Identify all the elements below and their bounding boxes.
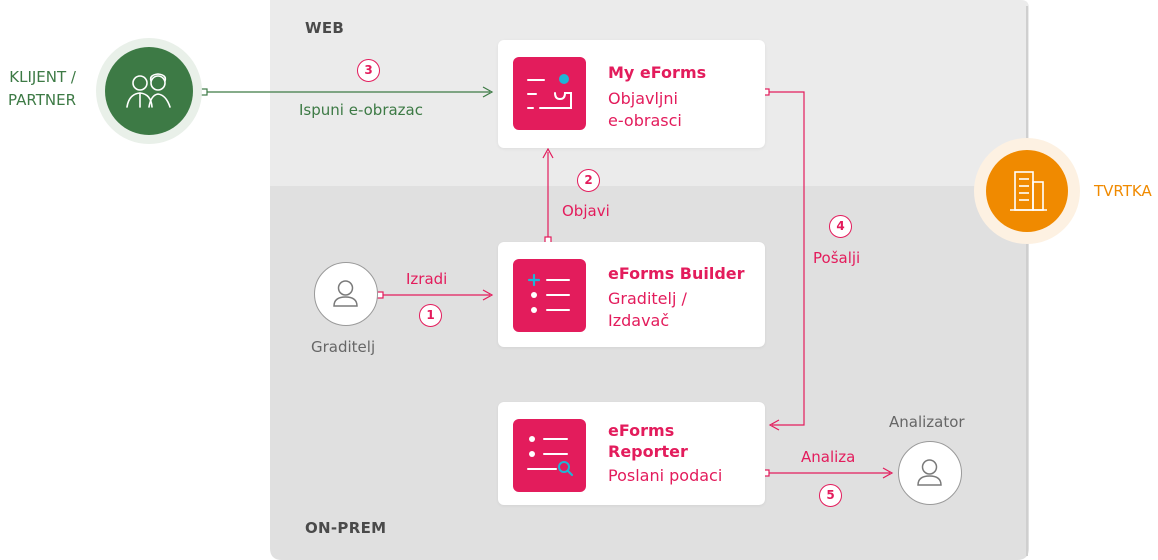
step-4-badge: 4 xyxy=(829,215,852,238)
step-1-badge: 1 xyxy=(419,304,442,327)
web-zone-label: WEB xyxy=(305,19,345,37)
flow-4-label: Pošalji xyxy=(813,249,861,267)
eforms-reporter-line1: Poslani podaci xyxy=(608,466,723,485)
flow-5-label: Analiza xyxy=(801,448,856,466)
building-icon xyxy=(986,150,1068,232)
builder-actor xyxy=(314,262,378,326)
flow-1-label: Izradi xyxy=(406,270,448,288)
flow-4-connector xyxy=(762,88,805,431)
flow-2-label: Objavi xyxy=(562,202,610,220)
step-5-badge: 5 xyxy=(819,484,842,507)
client-actor xyxy=(96,38,202,144)
onprem-zone-label: ON-PREM xyxy=(305,519,387,537)
company-actor xyxy=(974,138,1080,244)
client-label: KLIJENT / PARTNER xyxy=(0,66,76,112)
eforms-reporter-title-line1: eForms xyxy=(608,421,675,440)
eforms-builder-line1: Graditelj / xyxy=(608,289,687,308)
my-eforms-card[interactable]: My eForms Objavljni e-obrasci xyxy=(498,40,765,148)
add-list-icon xyxy=(513,259,586,332)
builder-actor-label: Graditelj xyxy=(311,338,376,356)
eforms-reporter-card[interactable]: eForms Reporter Poslani podaci xyxy=(498,402,765,505)
company-label: TVRTKA xyxy=(1094,182,1152,200)
person-icon xyxy=(917,459,942,486)
eforms-builder-line2: Izdavač xyxy=(608,311,670,330)
my-eforms-title: My eForms xyxy=(608,63,707,82)
flow-3-label: Ispuni e-obrazac xyxy=(299,101,423,119)
eforms-builder-card[interactable]: eForms Builder Graditelj / Izdavač xyxy=(498,242,765,347)
search-list-icon xyxy=(513,419,586,492)
flow-1-connector xyxy=(376,289,494,301)
client-label-line1: KLIJENT / xyxy=(9,68,76,86)
analyzer-actor xyxy=(898,441,962,505)
step-2-badge: 2 xyxy=(577,169,600,192)
my-eforms-line1: Objavljni xyxy=(608,89,678,108)
users-icon xyxy=(105,47,193,135)
eforms-reporter-title-line2: Reporter xyxy=(608,442,688,461)
eforms-builder-title: eForms Builder xyxy=(608,264,745,283)
step-3-badge: 3 xyxy=(357,59,380,82)
my-eforms-line2: e-obrasci xyxy=(608,111,682,130)
client-label-line2: PARTNER xyxy=(8,91,76,109)
analyzer-actor-label: Analizator xyxy=(889,413,965,431)
onprem-zone xyxy=(270,186,1029,560)
flow-2-connector xyxy=(542,147,554,244)
form-document-icon xyxy=(513,57,586,130)
flow-3-connector xyxy=(200,86,494,98)
person-icon xyxy=(333,280,358,307)
